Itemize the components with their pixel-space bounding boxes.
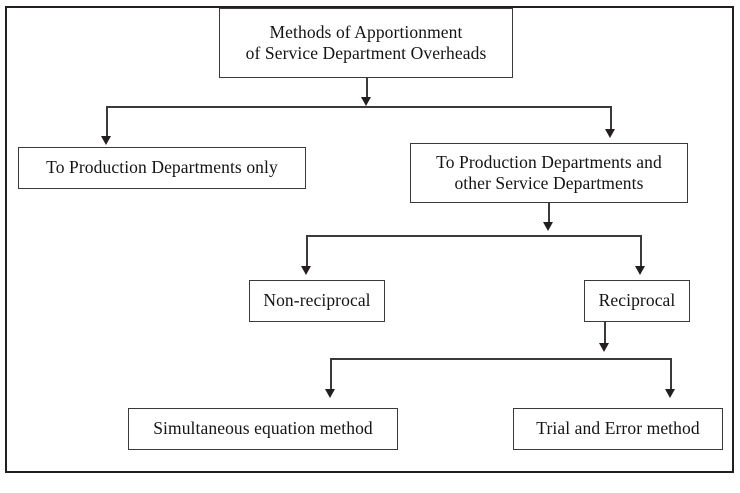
- edge-bus3-right-arrow: [665, 389, 675, 398]
- node-simultaneous-equation[interactable]: Simultaneous equation method: [128, 408, 398, 450]
- edge-level1-stem: [548, 203, 550, 227]
- edge-bus2-right-arrow: [635, 266, 645, 275]
- edge-root-stem: [366, 78, 368, 102]
- node-reciprocal[interactable]: Reciprocal: [584, 280, 690, 322]
- edge-bus2-right-drop: [640, 235, 642, 269]
- edge-bus1-left-arrow: [101, 136, 111, 145]
- node-reciprocal-label: Reciprocal: [598, 290, 676, 311]
- edge-level1-stem-arrow: [543, 222, 553, 231]
- diagram-outer-frame: [5, 6, 734, 473]
- edge-bus1-right-drop: [610, 106, 612, 134]
- node-root-label: Methods of Apportionment of Service Depa…: [245, 21, 487, 63]
- edge-root-stem-arrow: [361, 97, 371, 106]
- edge-bus2-left-arrow: [301, 266, 311, 275]
- node-simultaneous-equation-label: Simultaneous equation method: [153, 418, 373, 439]
- node-production-only[interactable]: To Production Departments only: [18, 147, 306, 189]
- edge-bus1-right-arrow: [605, 129, 615, 138]
- node-root[interactable]: Methods of Apportionment of Service Depa…: [219, 8, 513, 78]
- node-non-reciprocal[interactable]: Non-reciprocal: [249, 280, 385, 322]
- edge-level2-stem-arrow: [599, 343, 609, 352]
- edge-bus1-left-drop: [106, 106, 108, 140]
- node-trial-and-error-label: Trial and Error method: [536, 418, 700, 439]
- edge-bus-level1: [106, 106, 612, 108]
- edge-bus3-left-arrow: [325, 389, 335, 398]
- node-production-only-label: To Production Departments only: [46, 157, 278, 178]
- edge-bus3-right-drop: [670, 358, 672, 392]
- edge-bus3-left-drop: [330, 358, 332, 392]
- node-production-and-service[interactable]: To Production Departments and other Serv…: [410, 143, 688, 203]
- node-trial-and-error[interactable]: Trial and Error method: [513, 408, 723, 450]
- edge-bus-level3: [330, 358, 672, 360]
- edge-bus2-left-drop: [306, 235, 308, 269]
- edge-level2-stem: [604, 322, 606, 348]
- node-production-and-service-label: To Production Departments and other Serv…: [436, 151, 662, 193]
- edge-bus-level2: [306, 235, 642, 237]
- node-non-reciprocal-label: Non-reciprocal: [263, 290, 371, 311]
